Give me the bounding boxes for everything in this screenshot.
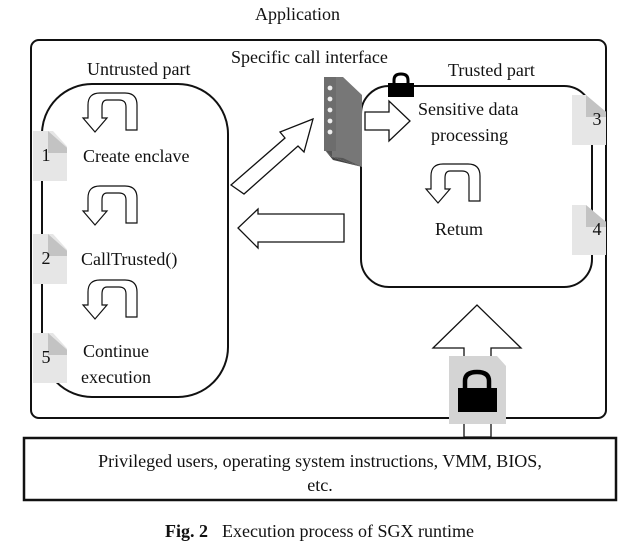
untrusted-part-title: Untrusted part (87, 59, 191, 79)
figure-caption: Fig. 2 Execution process of SGX runtime (0, 521, 639, 542)
call-interface-label: Specific call interface (231, 47, 388, 67)
application-label: Application (255, 4, 340, 24)
trusted-part-box (360, 85, 593, 288)
trusted-part-title: Trusted part (448, 60, 535, 80)
padlock-icon (449, 356, 506, 424)
step-badge-3: 3 (572, 95, 612, 145)
loop-arrow-icon (81, 185, 138, 226)
loop-arrow-icon (81, 92, 138, 133)
step-label-call-trusted: CallTrusted() (81, 249, 178, 269)
document-badge-icon (572, 205, 612, 255)
step-badge-1: 1 (33, 131, 73, 181)
document-badge-icon (33, 234, 73, 284)
figure-number: Fig. 2 (165, 521, 209, 541)
padlock-icon (388, 72, 414, 97)
document-badge-icon (33, 333, 73, 383)
application-box (30, 39, 607, 419)
call-gate-icon (324, 77, 362, 167)
privileged-line-2: etc. (307, 475, 333, 495)
step-label-sensitive-data: Sensitive data (418, 99, 519, 119)
figure-caption-text: Execution process of SGX runtime (222, 521, 474, 541)
block-arrow-icon (364, 99, 411, 143)
privileged-line-1: Privileged users, operating system instr… (98, 451, 542, 471)
step-label-processing: processing (431, 125, 508, 145)
step-label-continue: Continue (83, 341, 149, 361)
privileged-box (22, 436, 618, 502)
step-label-execution: execution (81, 367, 151, 387)
step-badge-2: 2 (33, 234, 73, 284)
step-label-create-enclave: Create enclave (83, 146, 190, 166)
document-badge-icon (572, 95, 612, 145)
step-badge-5: 5 (33, 333, 73, 383)
block-arrow-icon (229, 117, 314, 195)
block-arrow-icon (237, 207, 345, 250)
step-label-return: Retum (435, 219, 483, 239)
loop-arrow-icon (424, 163, 481, 204)
step-badge-4: 4 (572, 205, 612, 255)
loop-arrow-icon (81, 279, 138, 320)
document-badge-icon (33, 131, 73, 181)
